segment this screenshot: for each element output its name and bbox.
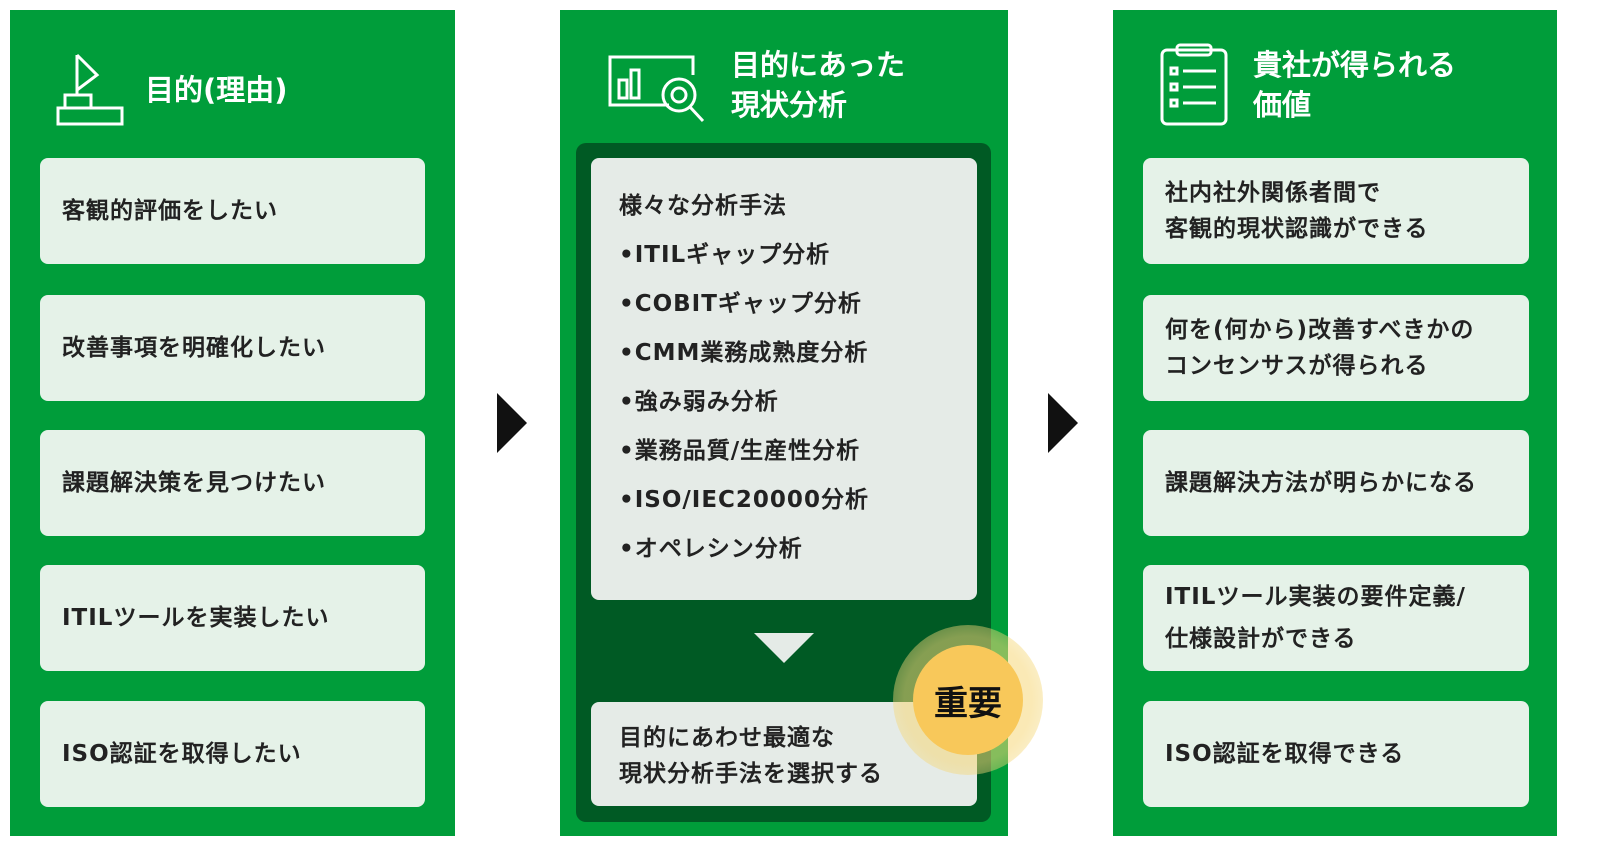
clipboard-checklist-icon: [1160, 43, 1228, 126]
value-item: ISO認証を取得できる: [1143, 701, 1529, 807]
value-item: 社内社外関係者間で客観的現状認識ができる: [1143, 158, 1529, 264]
value-item-line: 仕様設計ができる: [1165, 626, 1357, 652]
analysis-title-line1: 目的にあった: [731, 48, 906, 82]
flag-icon: [56, 53, 124, 126]
value-item: ITILツール実装の要件定義/仕様設計ができる: [1143, 565, 1529, 671]
value-item-line: コンセンサスが得られる: [1165, 353, 1429, 379]
value-header: 貴社が得られる価値: [1113, 35, 1557, 135]
analysis-title-line2: 現状分析: [731, 88, 848, 122]
method-item: •ITILギャップ分析: [619, 242, 831, 268]
purpose-header: 目的(理由): [10, 40, 455, 140]
value-title-line1: 貴社が得られる: [1253, 48, 1457, 82]
chart-search-icon: [608, 55, 705, 123]
purpose-item: 客観的評価をしたい: [40, 158, 425, 264]
analysis-header: 目的にあった現状分析: [560, 35, 1008, 135]
method-item: •オペレシン分析: [619, 536, 803, 562]
value-panel: 貴社が得られる価値 社内社外関係者間で客観的現状認識ができる 何を(何から)改善…: [1113, 10, 1557, 836]
purpose-item: ITILツールを実装したい: [40, 565, 425, 671]
methods-heading: 様々な分析手法: [619, 193, 787, 219]
purpose-title: 目的(理由): [145, 73, 288, 107]
method-item: •CMM業務成熟度分析: [619, 340, 869, 366]
method-item: •COBITギャップ分析: [619, 291, 862, 317]
value-item-line: 客観的現状認識ができる: [1165, 216, 1429, 242]
purpose-item: 課題解決策を見つけたい: [40, 430, 425, 536]
methods-card: 様々な分析手法 •ITILギャップ分析 •COBITギャップ分析 •CMM業務成…: [591, 158, 977, 600]
arrow-right-icon: [497, 393, 527, 453]
value-item: 課題解決方法が明らかになる: [1143, 430, 1529, 536]
result-line1: 目的にあわせ最適な: [619, 725, 835, 751]
arrow-down-icon: [754, 633, 814, 663]
method-item: •業務品質/生産性分析: [619, 438, 861, 464]
arrow-right-icon: [1048, 393, 1078, 453]
value-item-line: ITILツール実装の要件定義/: [1165, 584, 1466, 610]
value-title-line2: 価値: [1253, 88, 1312, 122]
value-item-line: 何を(何から)改善すべきかの: [1165, 317, 1475, 343]
result-line2: 現状分析手法を選択する: [619, 761, 883, 787]
analysis-box: 様々な分析手法 •ITILギャップ分析 •COBITギャップ分析 •CMM業務成…: [576, 143, 991, 822]
purpose-item: 改善事項を明確化したい: [40, 295, 425, 401]
purpose-item: ISO認証を取得したい: [40, 701, 425, 807]
analysis-panel: 目的にあった現状分析 様々な分析手法 •ITILギャップ分析 •COBITギャッ…: [560, 10, 1008, 836]
method-item: •ISO/IEC20000分析: [619, 487, 869, 513]
value-item-line: 課題解決方法が明らかになる: [1165, 470, 1477, 496]
value-item-line: 社内社外関係者間で: [1165, 180, 1381, 206]
purpose-panel: 目的(理由) 客観的評価をしたい 改善事項を明確化したい 課題解決策を見つけたい…: [10, 10, 455, 836]
value-item: 何を(何から)改善すべきかのコンセンサスが得られる: [1143, 295, 1529, 401]
method-item: •強み弱み分析: [619, 389, 779, 415]
value-item-line: ISO認証を取得できる: [1165, 741, 1405, 767]
important-badge: 重要: [913, 645, 1023, 755]
